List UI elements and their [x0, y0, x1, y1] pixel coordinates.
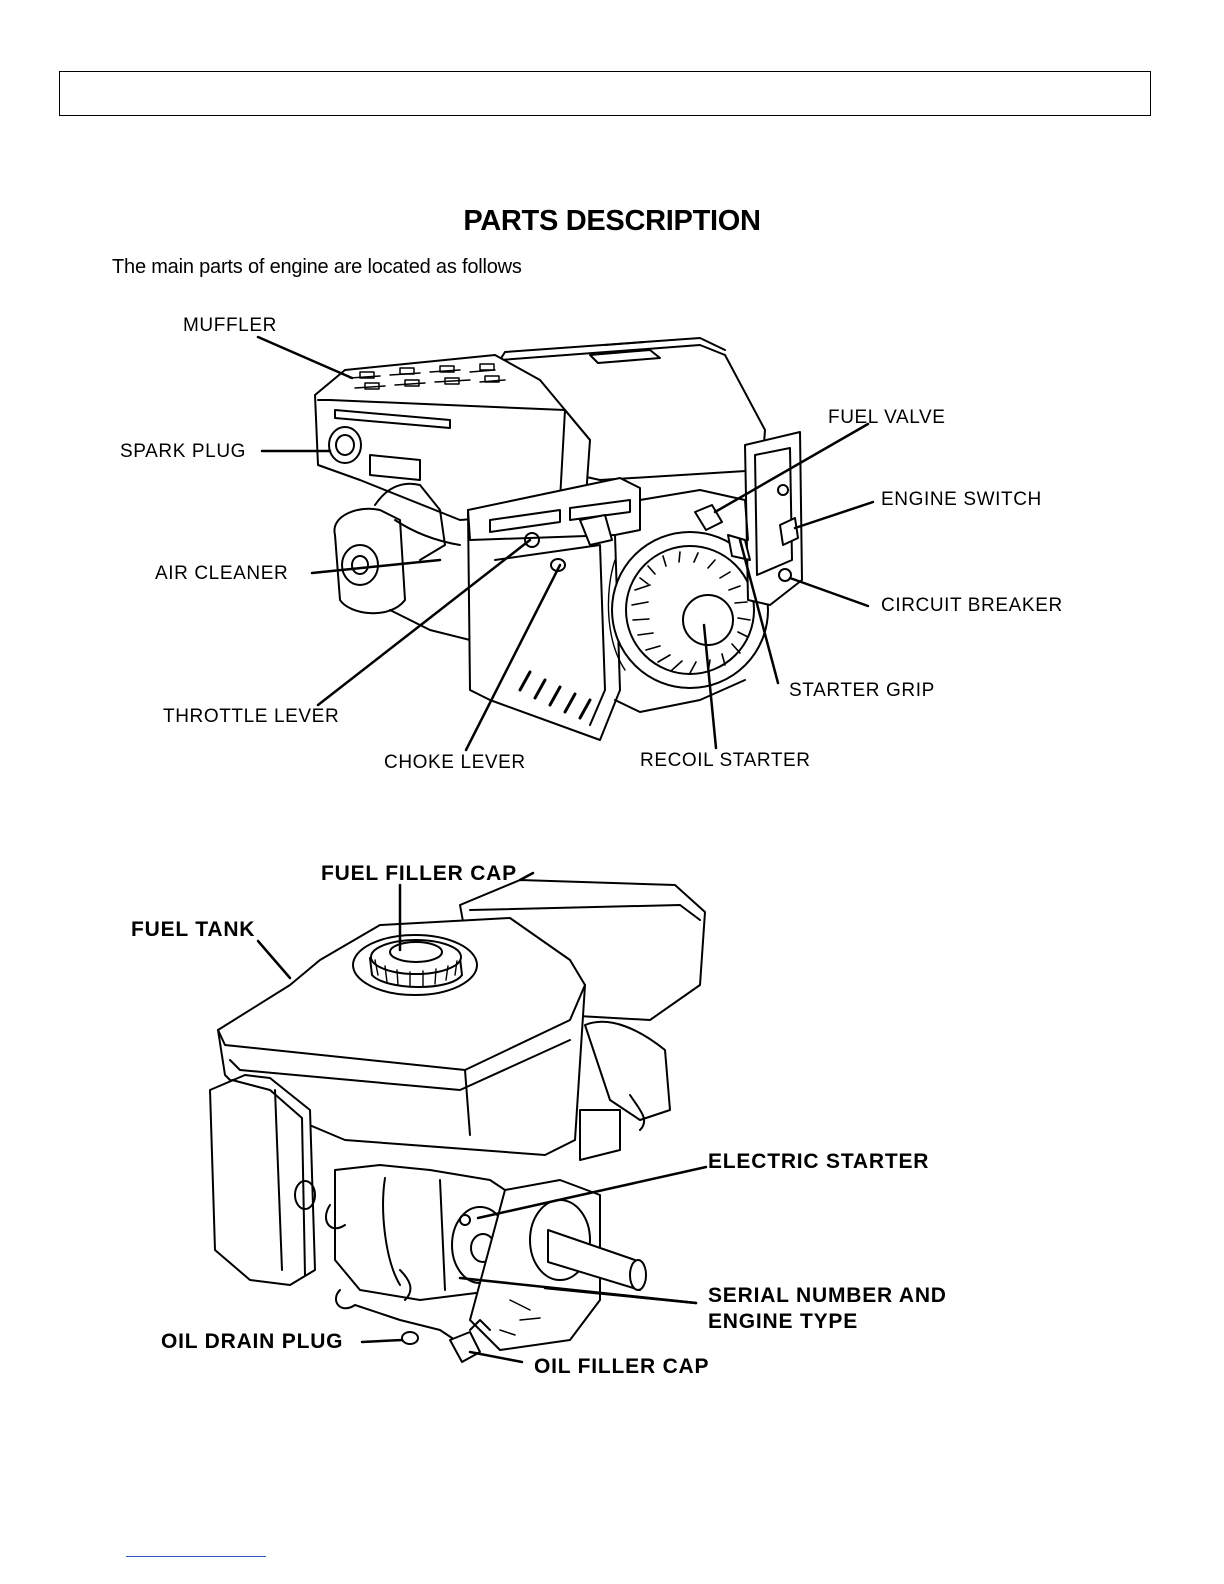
label-serial-number-line2: ENGINE TYPE — [708, 1309, 858, 1335]
label-fuel-tank: FUEL TANK — [131, 917, 255, 943]
label-oil-drain-plug: OIL DRAIN PLUG — [161, 1329, 343, 1355]
label-oil-filler-cap: OIL FILLER CAP — [534, 1354, 709, 1380]
label-electric-starter: ELECTRIC STARTER — [708, 1149, 929, 1175]
label-serial-number-line1: SERIAL NUMBER AND — [708, 1283, 947, 1309]
footer-link-underline[interactable] — [126, 1556, 266, 1557]
label-fuel-filler-cap: FUEL FILLER CAP — [321, 861, 517, 887]
